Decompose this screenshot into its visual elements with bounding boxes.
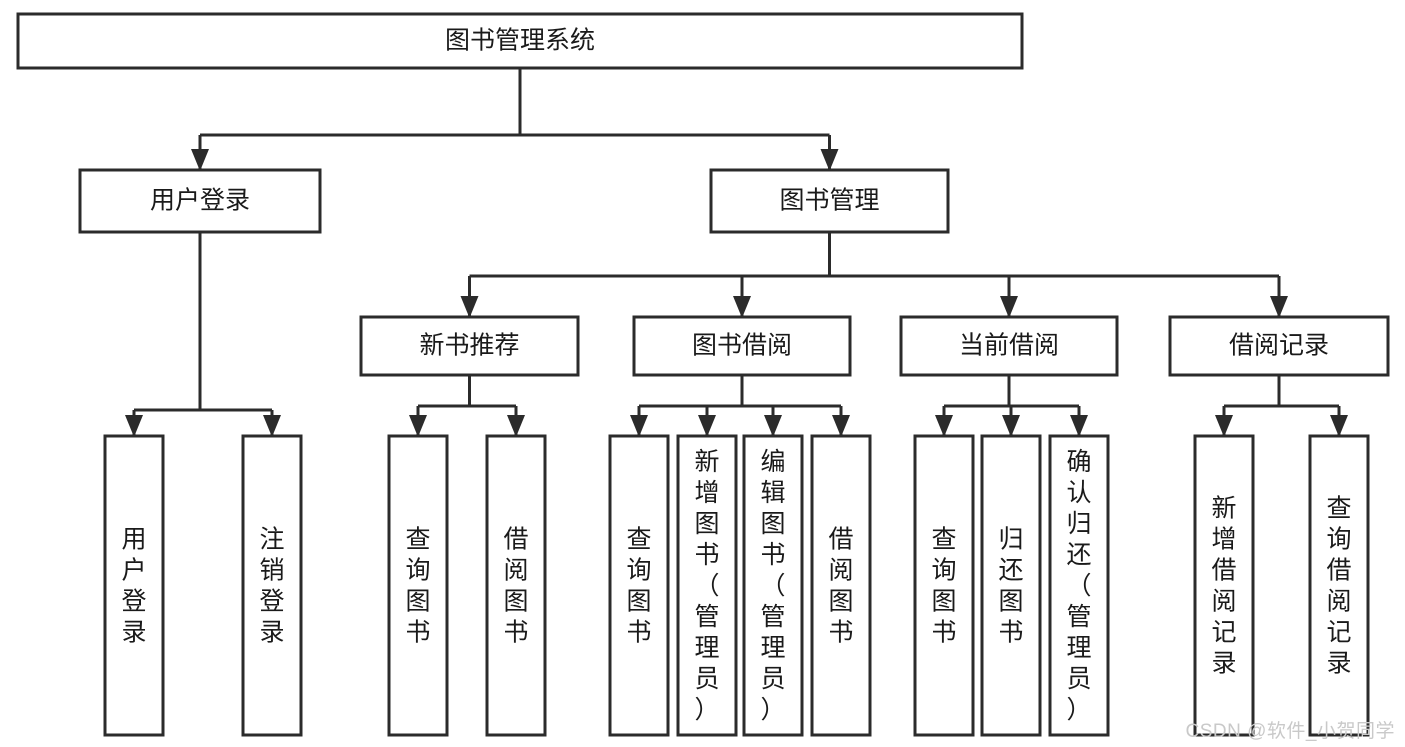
node-label: 借阅记录	[1229, 332, 1329, 360]
edge-group-borrow-record-to-leaves	[1215, 375, 1348, 437]
node-l2_2[interactable]: 当前借阅	[899, 315, 1119, 377]
edge-group-current-borrow-to-leaves	[935, 375, 1088, 437]
node-leaf_3[interactable]: 借阅图书	[485, 434, 547, 737]
node-label: 查询图书	[626, 526, 651, 647]
node-label: 查询借阅记录	[1326, 495, 1351, 678]
arrow-head-icon	[263, 415, 281, 437]
connector-layer	[125, 68, 1348, 437]
node-label: 用户登录	[150, 187, 250, 215]
node-box[interactable]	[241, 434, 303, 737]
node-leaf_12[interactable]: 查询借阅记录	[1308, 434, 1370, 737]
node-label: 查询图书	[405, 526, 430, 647]
node-box[interactable]	[1193, 434, 1255, 737]
arrow-head-icon	[1270, 296, 1288, 318]
edge-group-user-login-to-leaves	[125, 232, 281, 437]
edge-group-new-book-to-leaves	[409, 375, 525, 437]
node-label: 图书管理系统	[445, 27, 595, 55]
node-layer: 图书管理系统用户登录图书管理新书推荐图书借阅当前借阅借阅记录用户登录注销登录查询…	[16, 12, 1390, 737]
node-label: 图书借阅	[692, 332, 792, 360]
node-box[interactable]	[608, 434, 670, 737]
arrow-head-icon	[191, 149, 209, 171]
arrow-head-icon	[764, 415, 782, 437]
node-label: 确认归还（管理员）	[1066, 448, 1091, 724]
node-leaf_0[interactable]: 用户登录	[103, 434, 165, 737]
edge-group-book-borrow-to-leaves	[630, 375, 850, 437]
arrow-head-icon	[698, 415, 716, 437]
node-leaf_11[interactable]: 新增借阅记录	[1193, 434, 1255, 737]
arrow-head-icon	[820, 149, 839, 171]
arrow-head-icon	[409, 415, 427, 437]
arrow-head-icon	[125, 415, 143, 437]
node-leaf_4[interactable]: 查询图书	[608, 434, 670, 737]
arrow-head-icon	[460, 296, 479, 318]
node-box[interactable]	[676, 434, 738, 737]
node-label: 归还图书	[998, 526, 1023, 647]
node-box[interactable]	[16, 12, 1024, 70]
node-box[interactable]	[1308, 434, 1370, 737]
arrow-head-icon	[507, 415, 525, 437]
node-box[interactable]	[913, 434, 975, 737]
arrow-head-icon	[832, 415, 850, 437]
node-box[interactable]	[742, 434, 804, 737]
node-leaf_9[interactable]: 归还图书	[980, 434, 1042, 737]
node-l1_0[interactable]: 用户登录	[78, 168, 322, 234]
node-leaf_5[interactable]: 新增图书（管理员）	[676, 434, 738, 737]
node-leaf_7[interactable]: 借阅图书	[810, 434, 872, 737]
node-label: 编辑图书（管理员）	[760, 448, 785, 724]
node-leaf_2[interactable]: 查询图书	[387, 434, 449, 737]
edge-group-root-to-level1	[191, 68, 839, 171]
node-box[interactable]	[810, 434, 872, 737]
node-leaf_1[interactable]: 注销登录	[241, 434, 303, 737]
watermark-label: CSDN @软件_小贺同学	[1185, 721, 1395, 742]
node-box[interactable]	[103, 434, 165, 737]
node-label: 借阅图书	[503, 526, 528, 647]
node-label: 新书推荐	[419, 332, 519, 360]
node-box[interactable]	[980, 434, 1042, 737]
node-label: 新增图书（管理员）	[694, 448, 719, 724]
node-label: 当前借阅	[959, 332, 1059, 360]
node-leaf_6[interactable]: 编辑图书（管理员）	[742, 434, 804, 737]
node-box[interactable]	[632, 315, 852, 377]
arrow-head-icon	[630, 415, 648, 437]
node-box[interactable]	[1048, 434, 1110, 737]
node-label: 借阅图书	[828, 526, 853, 647]
node-leaf_10[interactable]: 确认归还（管理员）	[1048, 434, 1110, 737]
node-leaf_8[interactable]: 查询图书	[913, 434, 975, 737]
node-label: 新增借阅记录	[1211, 495, 1236, 678]
node-box[interactable]	[78, 168, 322, 234]
node-box[interactable]	[485, 434, 547, 737]
node-box[interactable]	[1168, 315, 1390, 377]
node-label: 图书管理	[779, 187, 879, 215]
node-l2_3[interactable]: 借阅记录	[1168, 315, 1390, 377]
node-box[interactable]	[387, 434, 449, 737]
arrow-head-icon	[1000, 296, 1018, 318]
edge-group-book-management-to-level2	[460, 232, 1288, 318]
node-l2_1[interactable]: 图书借阅	[632, 315, 852, 377]
arrow-head-icon	[935, 415, 953, 437]
node-label: 用户登录	[121, 526, 146, 647]
node-label: 查询图书	[931, 526, 956, 647]
arrow-head-icon	[1002, 415, 1020, 437]
node-root[interactable]: 图书管理系统	[16, 12, 1024, 70]
node-box[interactable]	[899, 315, 1119, 377]
arrow-head-icon	[1215, 415, 1233, 437]
node-l2_0[interactable]: 新书推荐	[359, 315, 580, 377]
arrow-head-icon	[1330, 415, 1348, 437]
node-label: 注销登录	[259, 526, 284, 647]
node-box[interactable]	[359, 315, 580, 377]
arrow-head-icon	[1070, 415, 1088, 437]
node-l1_1[interactable]: 图书管理	[709, 168, 950, 234]
node-box[interactable]	[709, 168, 950, 234]
arrow-head-icon	[733, 296, 751, 318]
